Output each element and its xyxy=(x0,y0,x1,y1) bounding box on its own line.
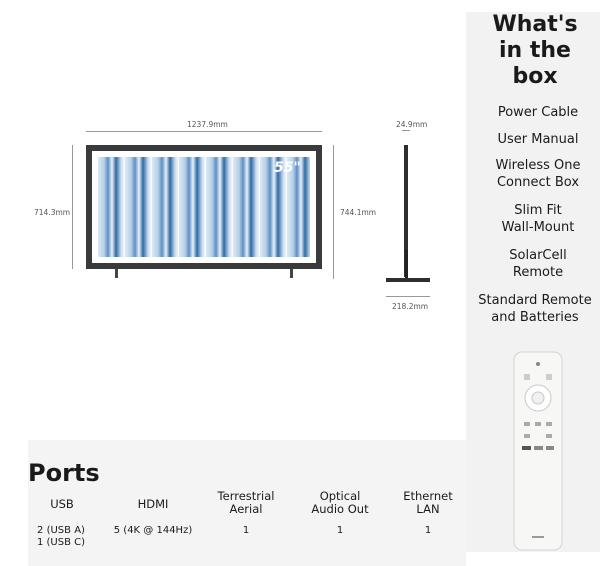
depth-top-label: 24.9mm xyxy=(396,120,428,129)
ports-header-hdmi: HDMI xyxy=(137,497,169,511)
ports-value-hdmi: 5 (4K @ 144Hz) xyxy=(113,525,193,536)
width-label: 1237.9mm xyxy=(187,120,228,129)
height-left-dimension-line xyxy=(72,145,73,269)
width-dimension-line xyxy=(86,131,322,132)
height-left-label: 714.3mm xyxy=(34,208,71,217)
ports-header-usb: USB xyxy=(50,497,74,511)
depth-bottom-dimension-line xyxy=(386,296,430,297)
depth-bottom-label: 218.2mm xyxy=(392,302,429,311)
box-item-one-connect-box: Wireless One Connect Box xyxy=(495,158,581,190)
tv-foot-right xyxy=(290,269,293,278)
whats-in-the-box-title: What's in the box xyxy=(492,12,578,89)
ports-header-ethernet-lan: Ethernet LAN xyxy=(403,489,453,516)
height-right-label: 744.1mm xyxy=(340,208,377,217)
box-item-solarcell-remote: SolarCell Remote xyxy=(509,248,567,280)
ports-title: Ports xyxy=(28,459,100,487)
ports-value-ethernet-lan: 1 xyxy=(424,525,432,536)
depth-top-dimension-line xyxy=(402,130,410,131)
tv-size-badge: 55" xyxy=(274,160,301,176)
box-item-power-cable: Power Cable xyxy=(497,105,579,120)
ports-value-usb: 2 (USB A) 1 (USB C) xyxy=(36,525,86,548)
tv-foot-left xyxy=(115,269,118,278)
ports-value-terrestrial-aerial: 1 xyxy=(242,525,250,536)
solarcell-remote-image xyxy=(513,351,563,551)
ports-header-terrestrial-aerial: Terrestrial Aerial xyxy=(217,489,275,516)
ports-panel xyxy=(28,440,466,566)
box-item-wall-mount: Slim Fit Wall-Mount xyxy=(501,203,575,235)
height-right-dimension-line xyxy=(333,145,334,279)
ports-value-optical-audio-out: 1 xyxy=(336,525,344,536)
box-item-standard-remote: Standard Remote and Batteries xyxy=(478,293,592,325)
tv-screen-art xyxy=(98,157,310,257)
ports-header-optical-audio-out: Optical Audio Out xyxy=(311,489,369,516)
tv-side-view xyxy=(386,145,430,282)
box-item-user-manual: User Manual xyxy=(497,132,579,147)
